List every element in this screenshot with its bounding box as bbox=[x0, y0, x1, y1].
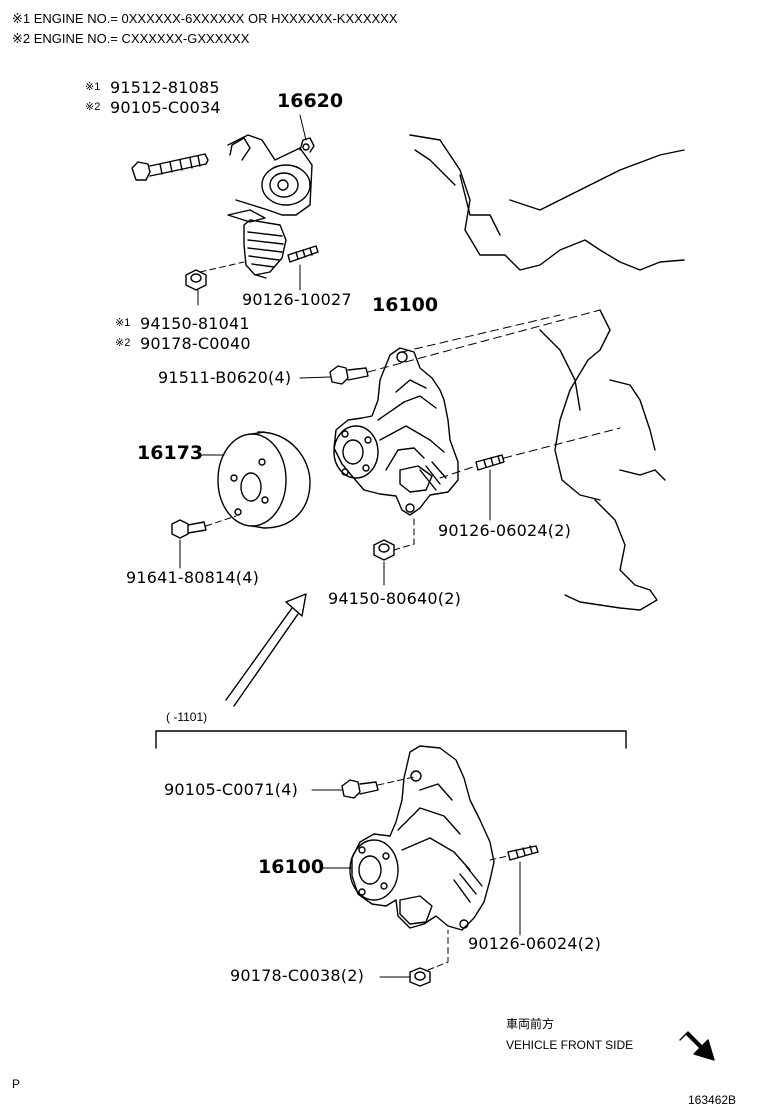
label-bolt-b: 91511-B0620(4) bbox=[158, 368, 292, 387]
label-nut-b: 94150-80640(2) bbox=[328, 589, 462, 608]
engine-note-2: ※2 ENGINE NO.= CXXXXXX-GXXXXXX bbox=[12, 31, 250, 46]
label-bolt-pulley: 91641-80814(4) bbox=[126, 568, 260, 587]
engine-note-1: ※1 ENGINE NO.= 0XXXXXX-6XXXXXX OR HXXXXX… bbox=[12, 11, 398, 26]
tensioner-drawing bbox=[227, 134, 315, 279]
mark-2b: ※2 bbox=[115, 337, 131, 349]
pulley-drawing bbox=[217, 431, 311, 529]
stud-c-drawing bbox=[507, 845, 539, 861]
label-nut-c: 90178-C0038(2) bbox=[230, 966, 365, 985]
label-stud-c: 90126-06024(2) bbox=[468, 934, 602, 953]
mark-2: ※2 bbox=[85, 101, 101, 113]
mark-1: ※1 bbox=[85, 81, 101, 93]
label-bolt-a-1: 91512-81085 bbox=[110, 78, 220, 97]
bolt-b-drawing bbox=[329, 365, 369, 385]
water-pump-upper-drawing bbox=[333, 347, 459, 516]
label-tensioner: 16620 bbox=[277, 90, 344, 112]
corner-mark: P bbox=[12, 1077, 21, 1091]
vehicle-front-jp: 車両前方 bbox=[506, 1017, 555, 1031]
bolt-c-drawing bbox=[341, 779, 379, 799]
label-stud-b: 90126-06024(2) bbox=[438, 521, 572, 540]
label-bolt-a-2: 90105-C0034 bbox=[110, 98, 221, 117]
nut-b-drawing bbox=[373, 539, 395, 561]
reference-number: 163462B bbox=[688, 1093, 737, 1107]
stud-a-drawing bbox=[287, 245, 319, 263]
range-label: ( -1101) bbox=[166, 710, 208, 724]
nut-c-drawing bbox=[409, 967, 431, 987]
bolt-pulley-drawing bbox=[171, 519, 207, 539]
mark-1b: ※1 bbox=[115, 317, 131, 329]
reference-arrow bbox=[225, 593, 307, 707]
vehicle-front-en: VEHICLE FRONT SIDE bbox=[506, 1038, 634, 1052]
label-stud-a: 90126-10027 bbox=[242, 290, 352, 309]
label-bolt-c: 90105-C0071(4) bbox=[164, 780, 299, 799]
water-pump-lower-drawing bbox=[349, 745, 495, 931]
engine-block-outline bbox=[409, 134, 685, 611]
label-nut-a-1: 94150-81041 bbox=[140, 314, 250, 333]
label-pump-bottom: 16100 bbox=[258, 856, 325, 878]
label-nut-a-2: 90178-C0040 bbox=[140, 334, 251, 353]
bolt-a-drawing bbox=[131, 153, 209, 181]
label-pulley: 16173 bbox=[137, 442, 204, 464]
stud-b-drawing bbox=[475, 454, 505, 471]
label-pump-top: 16100 bbox=[372, 294, 439, 316]
range-bracket bbox=[155, 730, 627, 749]
nut-a-drawing bbox=[185, 269, 207, 291]
vehicle-front-arrow-icon bbox=[679, 1031, 715, 1061]
